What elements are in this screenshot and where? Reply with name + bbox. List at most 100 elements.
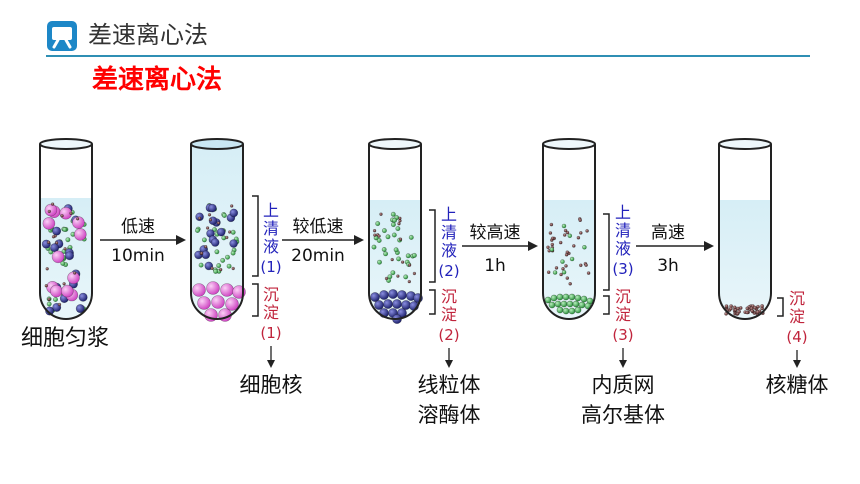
er-vesicle [375,221,381,227]
ribosome [578,231,583,235]
ribosome-pellet [760,304,765,308]
sediment-label-2-char-2: 淀 [441,305,457,324]
ribosome [72,271,77,275]
er-pellet [562,293,570,301]
mitochondria-pellet [370,292,380,302]
ribosome [228,230,232,234]
er-vesicle [552,270,558,275]
ribosome [384,276,389,281]
mitochondrion [210,238,220,247]
mitochondrion [229,239,238,248]
mitochondria-pellet [388,289,398,299]
supernatant-label-1-char-1: 上 [263,201,279,220]
er-vesicle [390,222,396,228]
step-speed-1: 低速 [121,217,155,237]
ribosome [565,276,570,280]
nucleus-pellet [192,283,206,297]
ribosome [585,229,589,233]
supernatant-label-2-char-1: 上 [441,205,457,224]
supernatant-label-2-char-3: 液 [441,241,457,260]
ribosome-pellet [755,310,760,314]
nucleus-pellet [206,281,220,295]
ribosome [199,251,204,255]
ribosome [562,233,567,237]
ribosome [205,226,210,230]
er-vesicle [213,268,219,274]
er-vesicle [198,262,204,268]
er-vesicle [60,260,66,266]
er-pellet [574,306,582,314]
er-vesicle [549,247,555,252]
er-vesicle [411,252,417,258]
tube-homogenate [39,138,93,320]
ribosome [558,240,563,245]
er-vesicle [560,259,565,264]
er-vesicle [376,259,382,265]
nucleus [44,203,58,217]
brackets [252,195,784,317]
er-vesicle [385,234,391,240]
er-pellet [556,306,564,314]
sediment-label-2-char-1: 沉 [441,287,457,306]
ribosome [576,235,581,240]
ribosome-pellet [737,309,742,314]
ribosome [407,279,411,284]
ribosome [210,266,214,270]
er-vesicle [230,229,236,235]
ribosome [372,229,377,233]
nucleus-pellet [225,297,239,311]
sediment-label-1-num: (1) [260,324,281,342]
er-vesicle [395,226,401,232]
er-vesicle [561,269,567,275]
ribosome-pellet [732,305,737,310]
mitochondrion [78,292,88,302]
mitochondrion [52,226,62,236]
product-label-2-line-2: 溶酶体 [418,403,481,427]
presentation-board-icon [47,21,77,51]
supernatant-label-3-char-3: 液 [615,239,631,258]
ribosome [47,209,51,214]
ribosome [584,263,588,267]
er-vesicle [567,233,573,239]
nucleus [74,228,87,241]
nucleus [49,284,63,298]
product-label-3-line-1: 内质网 [592,373,655,397]
er-vesicle [216,263,222,269]
ribosome [550,236,555,241]
ribosome [578,263,583,268]
er-vesicle [582,245,587,250]
er-vesicle [390,270,396,276]
tube2-labels: 上 清 液 (1) 沉 淀 (1) [260,201,281,342]
er-vesicle [569,256,575,262]
tube-low-speed [190,138,246,322]
step-arrow-3: 较高速 1h [462,223,538,276]
ribosome [550,242,555,247]
supernatant-label-1-num: (1) [260,258,281,276]
step-speed-2: 较低速 [293,217,344,237]
er-vesicle [195,228,201,234]
er-pellet [548,301,556,309]
er-vesicle [390,211,396,217]
ribosome [563,228,568,233]
ribosome [50,202,55,206]
ribosome-pellet [736,306,740,311]
ribosome [561,266,565,271]
er-pellet [550,294,558,302]
ribosome [379,212,383,216]
ribosome [398,237,403,241]
mitochondrion [75,304,85,314]
sediment-label-4-char-1: 沉 [789,289,805,308]
er-pellet [560,300,568,308]
mitochondrion [208,203,217,213]
product-label-3-line-2: 高尔基体 [581,403,665,427]
sediment-label-3-char-2: 淀 [615,305,631,324]
nucleus [67,271,80,285]
ribosome [219,267,223,272]
ribosome [565,230,570,235]
er-vesicle [225,254,231,260]
mitochondrion [195,212,204,222]
supernatant-label-2-char-2: 清 [441,223,457,242]
ribosome [564,264,568,268]
mitochondria-pellet [397,290,407,300]
nucleus [51,250,65,264]
